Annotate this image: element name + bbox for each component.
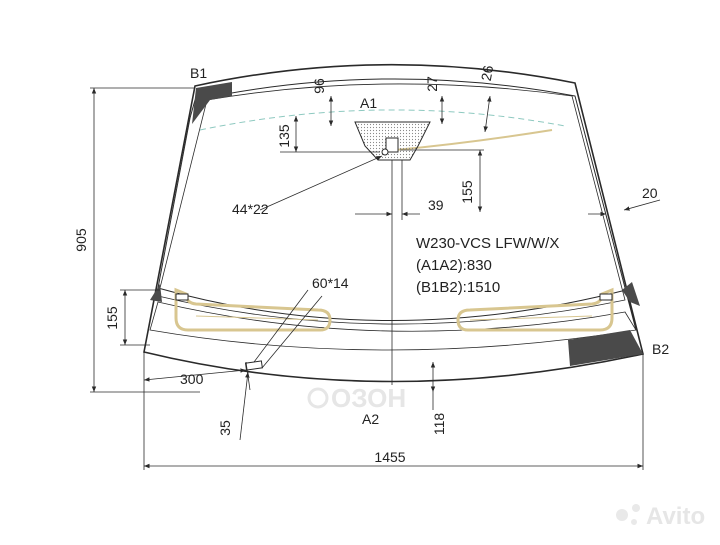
ozon-watermark-text: ОЗОН	[331, 383, 406, 413]
corner-patch-right	[622, 282, 640, 306]
dim-20	[588, 199, 661, 217]
point-a2-label: A2	[362, 411, 379, 427]
label-sticker	[244, 360, 263, 371]
heater-inner-line	[469, 315, 593, 321]
corner-patch-b1	[192, 82, 232, 124]
dim-26-label: 26	[478, 64, 496, 82]
spec-b1b2: (B1B2):1510	[416, 279, 500, 296]
dim-35-label: 35	[217, 420, 233, 436]
windshield-outer-contour	[143, 63, 644, 383]
ozon-watermark: ОЗОН	[307, 383, 406, 413]
point-b1-label: B1	[190, 65, 207, 81]
dim-118-label: 118	[431, 413, 447, 436]
dim-135-label: 135	[276, 124, 292, 148]
top-dashed-line	[199, 109, 566, 131]
corner-patch-b2	[568, 330, 643, 366]
dim-1455-label: 1455	[374, 449, 405, 465]
corner-patch-left	[150, 284, 162, 302]
avito-watermark-text: Avito	[646, 503, 705, 530]
dim-905-label: 905	[73, 228, 89, 252]
dim-155-left	[120, 289, 160, 346]
dim-39-label: 39	[428, 197, 444, 213]
point-b2-label: B2	[652, 341, 669, 357]
dim-35	[239, 371, 250, 441]
dim-27-label: 27	[424, 76, 440, 92]
dim-300-label: 300	[180, 371, 204, 387]
dim-20-label: 20	[642, 185, 658, 201]
heater-size-label: 60*14	[312, 275, 349, 291]
heater-element-left	[174, 287, 332, 332]
dim-26	[483, 95, 492, 133]
leader-sensor	[259, 155, 383, 211]
sensor-pin	[381, 148, 389, 156]
heater-element-right	[456, 287, 614, 332]
spec-model: W230-VCS LFW/W/X	[416, 235, 559, 252]
dim-155-left-label: 155	[104, 306, 120, 330]
dim-155-bracket-label: 155	[459, 180, 475, 204]
dim-155-bracket	[400, 149, 484, 212]
sensor-pad	[385, 137, 399, 153]
spec-a1a2: (A1A2):830	[416, 257, 492, 274]
windshield-inner-contour	[157, 78, 637, 331]
terminal-left	[175, 293, 189, 301]
windshield-lower-edge	[149, 301, 637, 351]
sensor-size-label: 44*22	[232, 201, 269, 217]
heater-inner-line	[195, 315, 319, 321]
dim-135	[280, 116, 380, 153]
dim-905	[90, 87, 200, 393]
leader-heater	[253, 289, 309, 363]
windshield-visible-area	[157, 83, 626, 325]
avito-watermark: Avito	[616, 503, 705, 530]
terminal-right	[599, 293, 613, 301]
leader-heater-b	[261, 295, 323, 369]
point-a1-label: A1	[360, 95, 377, 111]
dim-39	[355, 160, 420, 220]
dim-96-label: 96	[311, 78, 327, 94]
